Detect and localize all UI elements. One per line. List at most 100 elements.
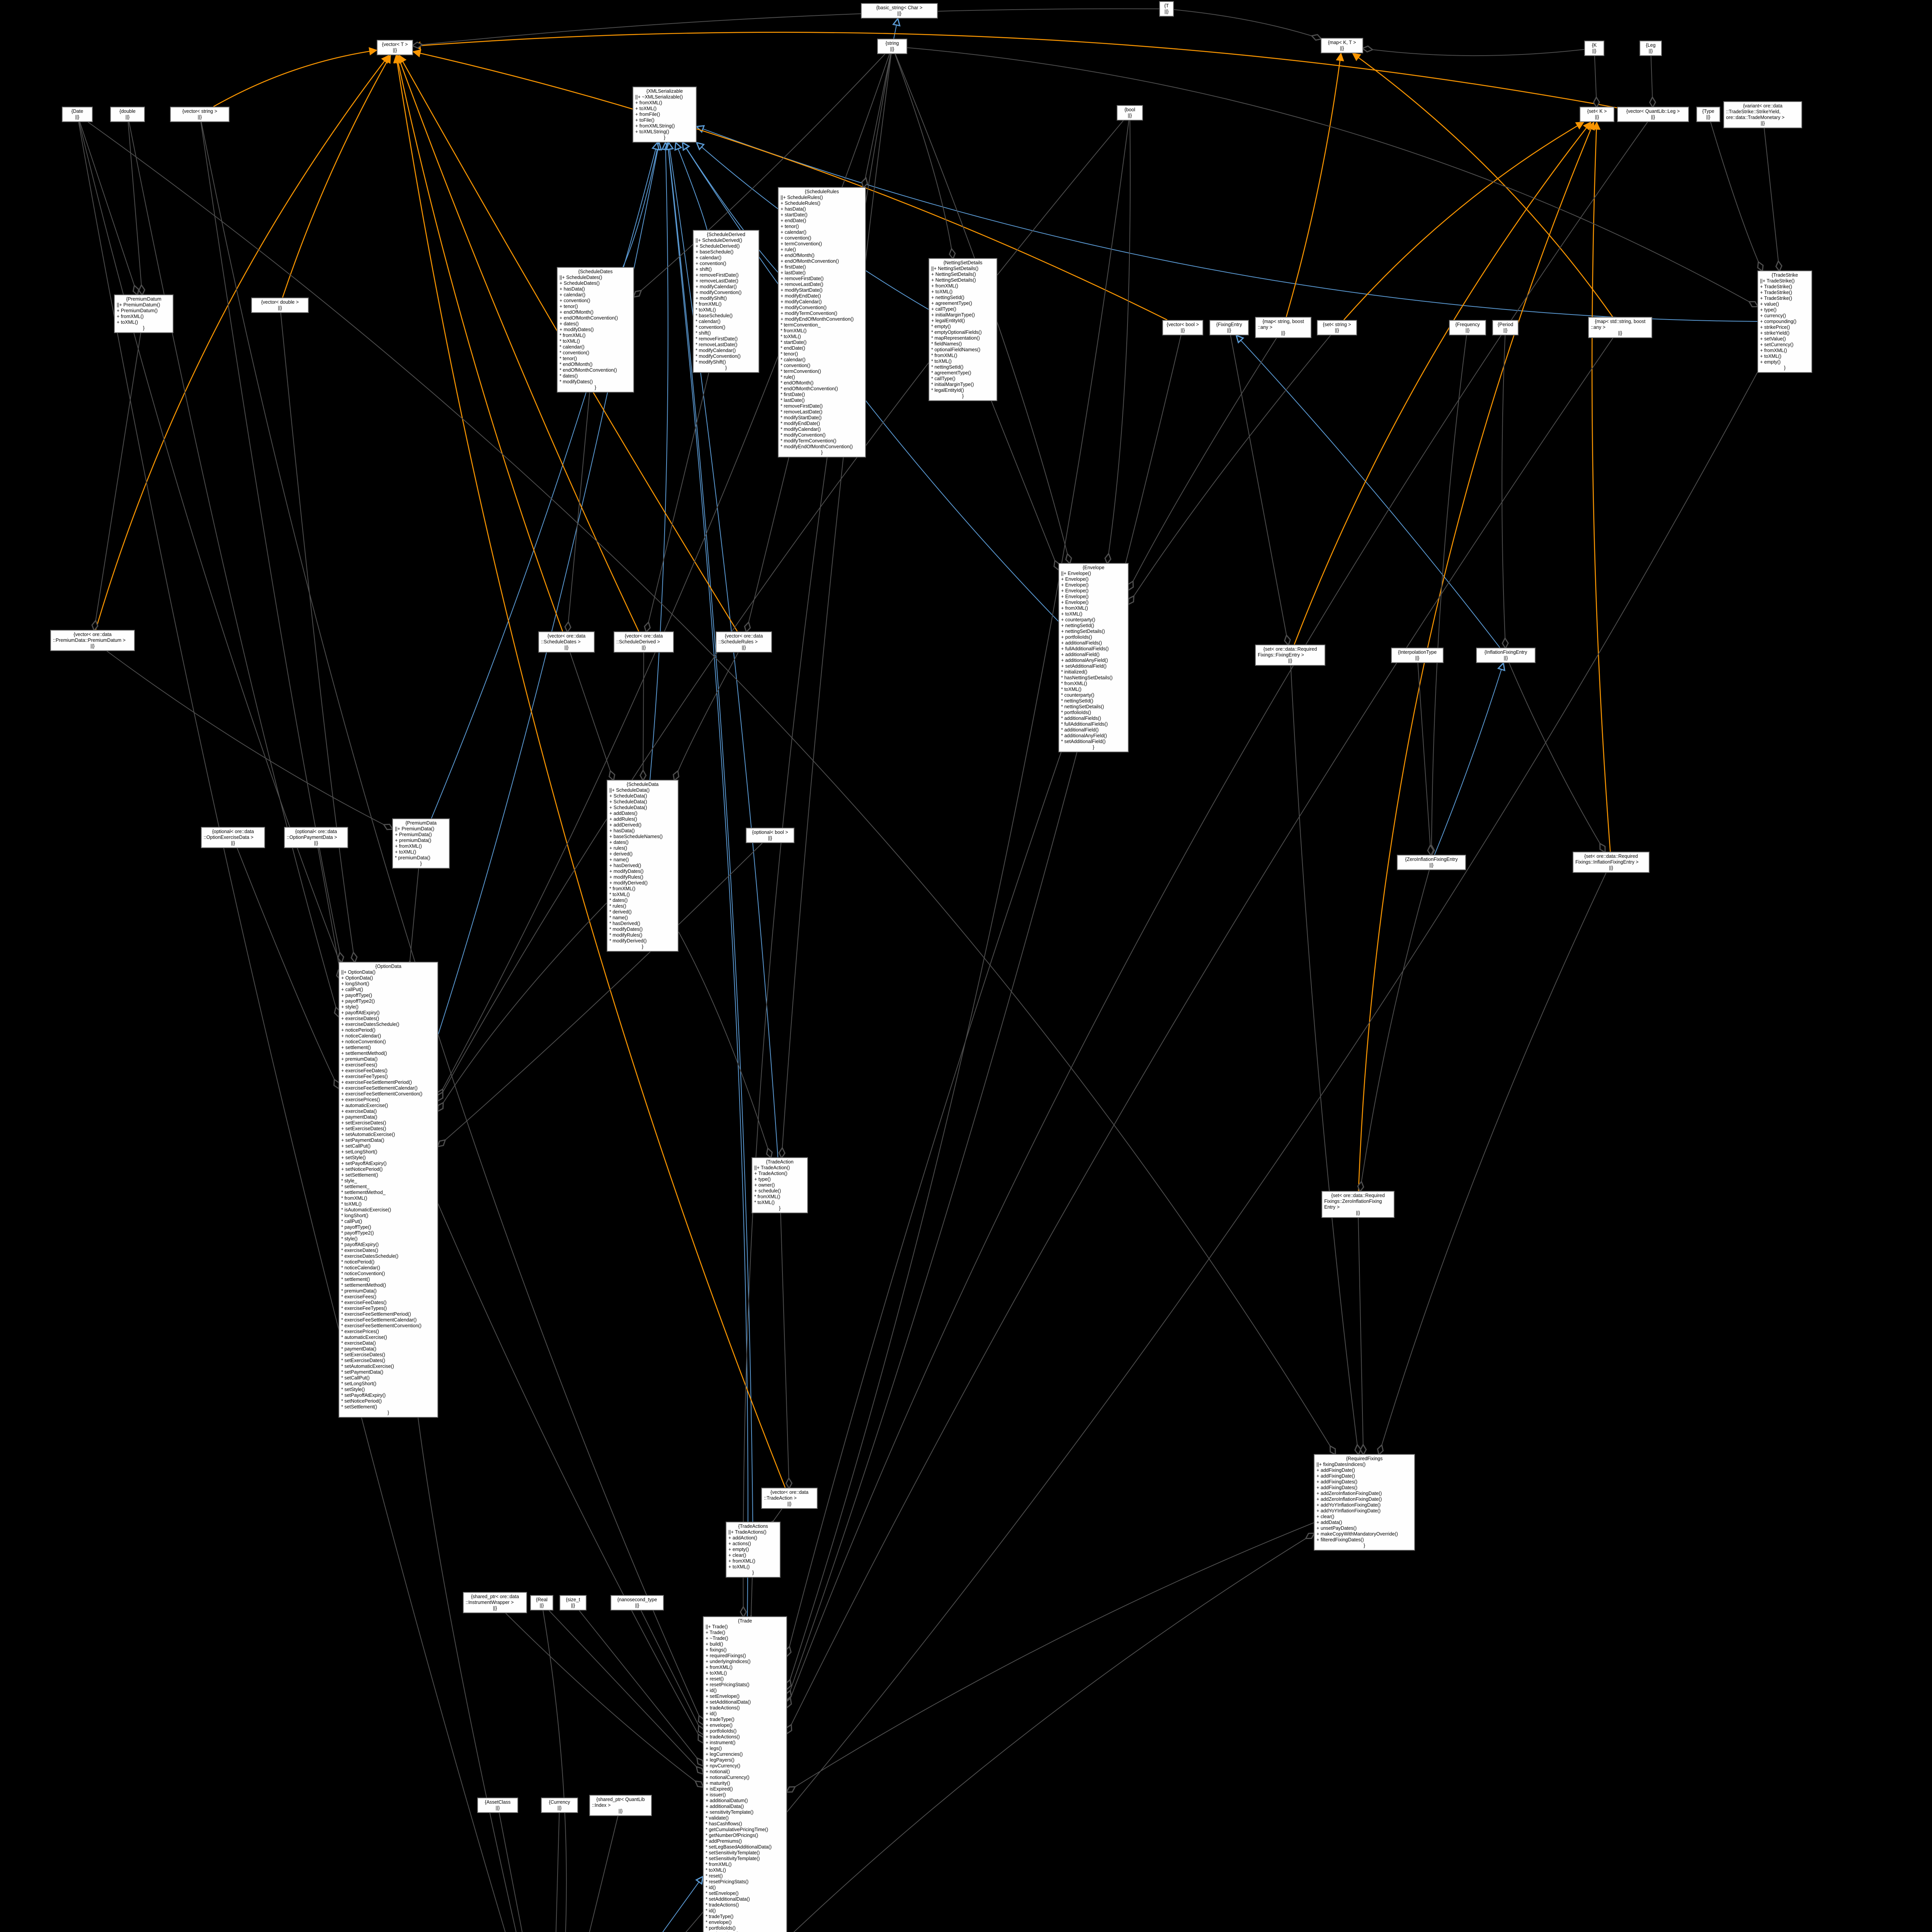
edge-aclass-vanilla bbox=[498, 1813, 523, 1932]
class-node-spiw[interactable]: {shared_ptr< ore::data::InstrumentWrappe… bbox=[463, 1592, 527, 1613]
class-node-trade[interactable]: {Trade||+ Trade()+ Trade()+ ~Trade()+ bu… bbox=[703, 1616, 787, 1932]
class-node-vsdates[interactable]: {vector< ore::data::ScheduleDates >||} bbox=[538, 631, 595, 653]
class-node-sdata[interactable]: {ScheduleData||+ ScheduleData()+ Schedul… bbox=[607, 780, 679, 952]
class-member: * agreementType() bbox=[931, 370, 971, 376]
edge-pdata-odata bbox=[408, 868, 419, 977]
class-node-vt[interactable]: {vector< T >||} bbox=[377, 40, 413, 55]
edge-leg-vqleg bbox=[1651, 56, 1653, 107]
class-member: + removeFirstDate() bbox=[696, 272, 739, 278]
class-node-period[interactable]: {Period||} bbox=[1492, 320, 1519, 335]
class-node-sderiv[interactable]: {ScheduleDerived||+ ScheduleDerived()+ S… bbox=[693, 230, 759, 373]
class-node-vdbl[interactable]: {vector< double >||} bbox=[251, 298, 309, 313]
class-node-spqli[interactable]: {shared_ptr< QuantLib::Index >||} bbox=[589, 1795, 652, 1816]
class-node-reqfix[interactable]: {RequiredFixings||+ fixingDatesIndices()… bbox=[1314, 1454, 1415, 1551]
class-node-odata[interactable]: {OptionData||+ OptionData()+ OptionData(… bbox=[338, 962, 438, 1418]
class-node-aclass[interactable]: {AssetClass||} bbox=[477, 1798, 518, 1813]
class-member: + noticeCalendar() bbox=[341, 1033, 381, 1039]
class-node-variant[interactable]: {variant< ore::data::TradeStrike::Strike… bbox=[1723, 101, 1802, 128]
class-node-szt[interactable]: {size_t||} bbox=[560, 1595, 587, 1611]
class-member: } bbox=[594, 385, 597, 390]
class-member: + modifyStartDate() bbox=[781, 287, 823, 293]
class-node-vtaction[interactable]: {vector< ore::data::TradeAction >||} bbox=[761, 1488, 818, 1509]
class-member: * fromXML() bbox=[1061, 681, 1087, 686]
class-node-sdates[interactable]: {ScheduleDates||+ ScheduleDates()+ Sched… bbox=[557, 267, 634, 393]
class-node-pdata[interactable]: {PremiumData||+ PremiumData()+ PremiumDa… bbox=[392, 818, 450, 869]
class-member: * fromXML() bbox=[341, 1196, 367, 1201]
class-node-fent[interactable]: {FixingEntry||} bbox=[1209, 320, 1249, 335]
class-node-pdatum[interactable]: {PremiumDatum||+ PremiumDatum()+ Premium… bbox=[114, 294, 173, 333]
class-node-zifent[interactable]: {ZeroInflationFixingEntry||} bbox=[1397, 855, 1466, 870]
class-node-vqleg[interactable]: {vector< QuantLib::Leg >||} bbox=[1617, 107, 1689, 122]
class-node-leg[interactable]: {Leg||} bbox=[1639, 41, 1662, 56]
class-node-taction[interactable]: {TradeAction||+ TradeAction()+ TradeActi… bbox=[752, 1157, 808, 1213]
class-node-nst[interactable]: {nanosecond_type||} bbox=[611, 1595, 664, 1611]
class-node-vpdatum[interactable]: {vector< ore::data::PremiumData::Premium… bbox=[50, 630, 135, 651]
class-member: ||+ ScheduleDates() bbox=[560, 275, 602, 280]
class-title: {vector< ore::data bbox=[547, 633, 586, 639]
class-node-tactions[interactable]: {TradeActions||+ TradeActions()+ addActi… bbox=[726, 1522, 781, 1578]
class-member: ||} bbox=[1503, 655, 1508, 661]
class-member: ||} bbox=[897, 11, 901, 16]
class-node-setstr[interactable]: {set< string >||} bbox=[1317, 320, 1357, 335]
class-member: ||} bbox=[1592, 48, 1597, 54]
class-member: * toXML() bbox=[754, 1200, 775, 1205]
edge-trade-xml bbox=[668, 143, 748, 1617]
class-node-obool[interactable]: {optional< bool >||} bbox=[746, 828, 794, 843]
class-member: + modifyDerived() bbox=[609, 880, 648, 886]
class-node-str[interactable]: {string||} bbox=[877, 39, 907, 54]
class-member: Fixings::ZeroInflationFixing bbox=[1324, 1199, 1382, 1204]
edge-vqleg-vt bbox=[412, 32, 1617, 109]
class-member: ||} bbox=[1335, 328, 1339, 333]
class-node-bs[interactable]: {basic_string< Char >||} bbox=[861, 3, 938, 19]
class-member: * emptyOptionalFields() bbox=[931, 330, 982, 335]
class-node-k[interactable]: {K||} bbox=[1584, 41, 1604, 56]
class-node-setk[interactable]: {set< K >||} bbox=[1580, 107, 1614, 122]
class-node-ifent[interactable]: {InflationFixingEntry||} bbox=[1476, 648, 1536, 663]
class-node-env[interactable]: {Envelope||+ Envelope()+ Envelope()+ Env… bbox=[1058, 563, 1129, 752]
class-member: + build() bbox=[706, 1641, 723, 1647]
class-member: + fromFile() bbox=[635, 112, 660, 117]
class-node-itype[interactable]: {InterpolationType||} bbox=[1391, 648, 1444, 663]
class-node-nsd[interactable]: {NettingSetDetails||+ NettingSetDetails(… bbox=[929, 258, 997, 401]
class-node-mkt[interactable]: {map< K, T >||} bbox=[1321, 38, 1363, 53]
class-member: * exerciseFeeTypes() bbox=[341, 1306, 387, 1311]
class-node-mapssa[interactable]: {map< std::string, boost::any >||} bbox=[1588, 317, 1652, 338]
class-node-dbl[interactable]: {double||} bbox=[110, 107, 145, 122]
edge-szt-trade bbox=[579, 1610, 703, 1765]
class-member: + TradeAction() bbox=[754, 1171, 787, 1176]
class-member: + resetPricingStats() bbox=[706, 1682, 750, 1687]
class-node-srules[interactable]: {ScheduleRules||+ ScheduleRules()+ Sched… bbox=[778, 187, 866, 457]
class-title: {nanosecond_type bbox=[617, 1597, 657, 1602]
class-node-freq[interactable]: {Frequency||} bbox=[1449, 320, 1486, 335]
edge-env-trade bbox=[787, 752, 1062, 1656]
edge-vsderiv-sdata bbox=[643, 652, 644, 780]
class-node-t[interactable]: {T||} bbox=[1159, 1, 1174, 17]
class-member: + requiredFixings() bbox=[706, 1653, 746, 1658]
class-member: + setAutomaticExercise() bbox=[341, 1132, 395, 1137]
class-node-mapsa[interactable]: {map< string, boost::any >||} bbox=[1255, 317, 1311, 338]
class-node-opayd[interactable]: {optional< ore::data::OptionPaymentData … bbox=[284, 827, 348, 848]
class-node-tstrike[interactable]: {TradeStrike||+ TradeStrike()+ TradeStri… bbox=[1757, 270, 1812, 373]
class-member: * setStyle() bbox=[341, 1387, 365, 1392]
class-member: + rules() bbox=[609, 845, 628, 851]
class-node-vbool[interactable]: {vector< bool >||} bbox=[1162, 320, 1203, 335]
class-member: * callType() bbox=[931, 376, 956, 381]
class-node-vstr[interactable]: {vector< string >||} bbox=[170, 107, 230, 122]
class-node-date[interactable]: {Date||} bbox=[62, 107, 93, 122]
class-node-xml[interactable]: {XMLSerializable||+ ~XMLSerializable()+ … bbox=[633, 87, 697, 143]
class-node-curr[interactable]: {Currency||} bbox=[541, 1798, 578, 1813]
class-node-type[interactable]: {Type||} bbox=[1696, 107, 1720, 122]
class-member: + Envelope() bbox=[1061, 588, 1089, 594]
edge-bool-trade bbox=[787, 120, 1129, 1689]
edge-str-nsd bbox=[895, 54, 953, 258]
class-node-bool[interactable]: {bool||} bbox=[1117, 105, 1143, 121]
class-title: {InflationFixingEntry bbox=[1484, 650, 1527, 655]
class-node-vsderiv[interactable]: {vector< ore::data::ScheduleDerived >||} bbox=[614, 631, 674, 653]
class-node-oexd[interactable]: {optional< ore::data::OptionExerciseData… bbox=[201, 827, 265, 848]
class-member: + isExpired() bbox=[706, 1786, 733, 1792]
class-node-real[interactable]: {Real||} bbox=[530, 1595, 553, 1611]
class-node-vsrules[interactable]: {vector< ore::data::ScheduleRules >||} bbox=[716, 631, 772, 653]
